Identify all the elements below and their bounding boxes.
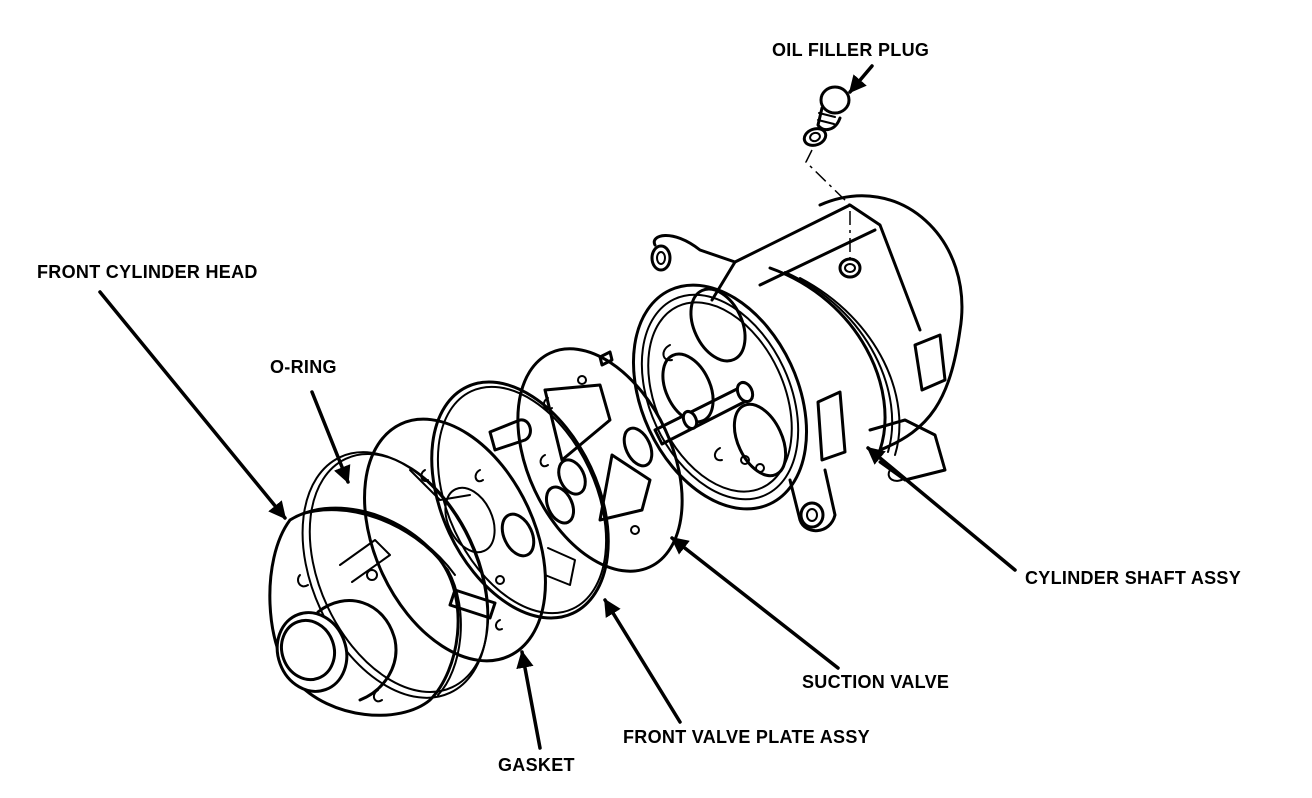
leader-front-cylinder-head <box>98 290 287 520</box>
leader-cylinder-shaft-assy <box>866 446 1017 572</box>
suction-valve-part <box>516 347 684 573</box>
cylinder-shaft-assy-part <box>598 194 964 533</box>
gasket-part <box>363 417 547 663</box>
leader-o-ring <box>310 390 351 484</box>
leader-lines <box>98 64 1017 750</box>
leader-gasket <box>516 650 542 750</box>
label-front-valve-plate-assy: FRONT VALVE PLATE ASSY <box>623 727 870 747</box>
label-suction-valve: SUCTION VALVE <box>802 672 950 692</box>
leader-front-valve-plate-assy <box>603 598 682 724</box>
front-valve-plate-part <box>430 380 610 620</box>
label-cylinder-shaft-assy: CYLINDER SHAFT ASSY <box>1025 568 1242 588</box>
oil-filler-plug-part <box>802 85 851 258</box>
label-oil-filler-plug: OIL FILLER PLUG <box>772 40 930 60</box>
label-front-cylinder-head: FRONT CYLINDER HEAD <box>37 262 258 282</box>
leader-suction-valve <box>670 536 840 670</box>
leader-oil-filler-plug <box>848 64 874 94</box>
label-gasket: GASKET <box>498 755 575 775</box>
label-o-ring: O-RING <box>270 357 337 377</box>
front-cylinder-head-part <box>268 506 462 717</box>
